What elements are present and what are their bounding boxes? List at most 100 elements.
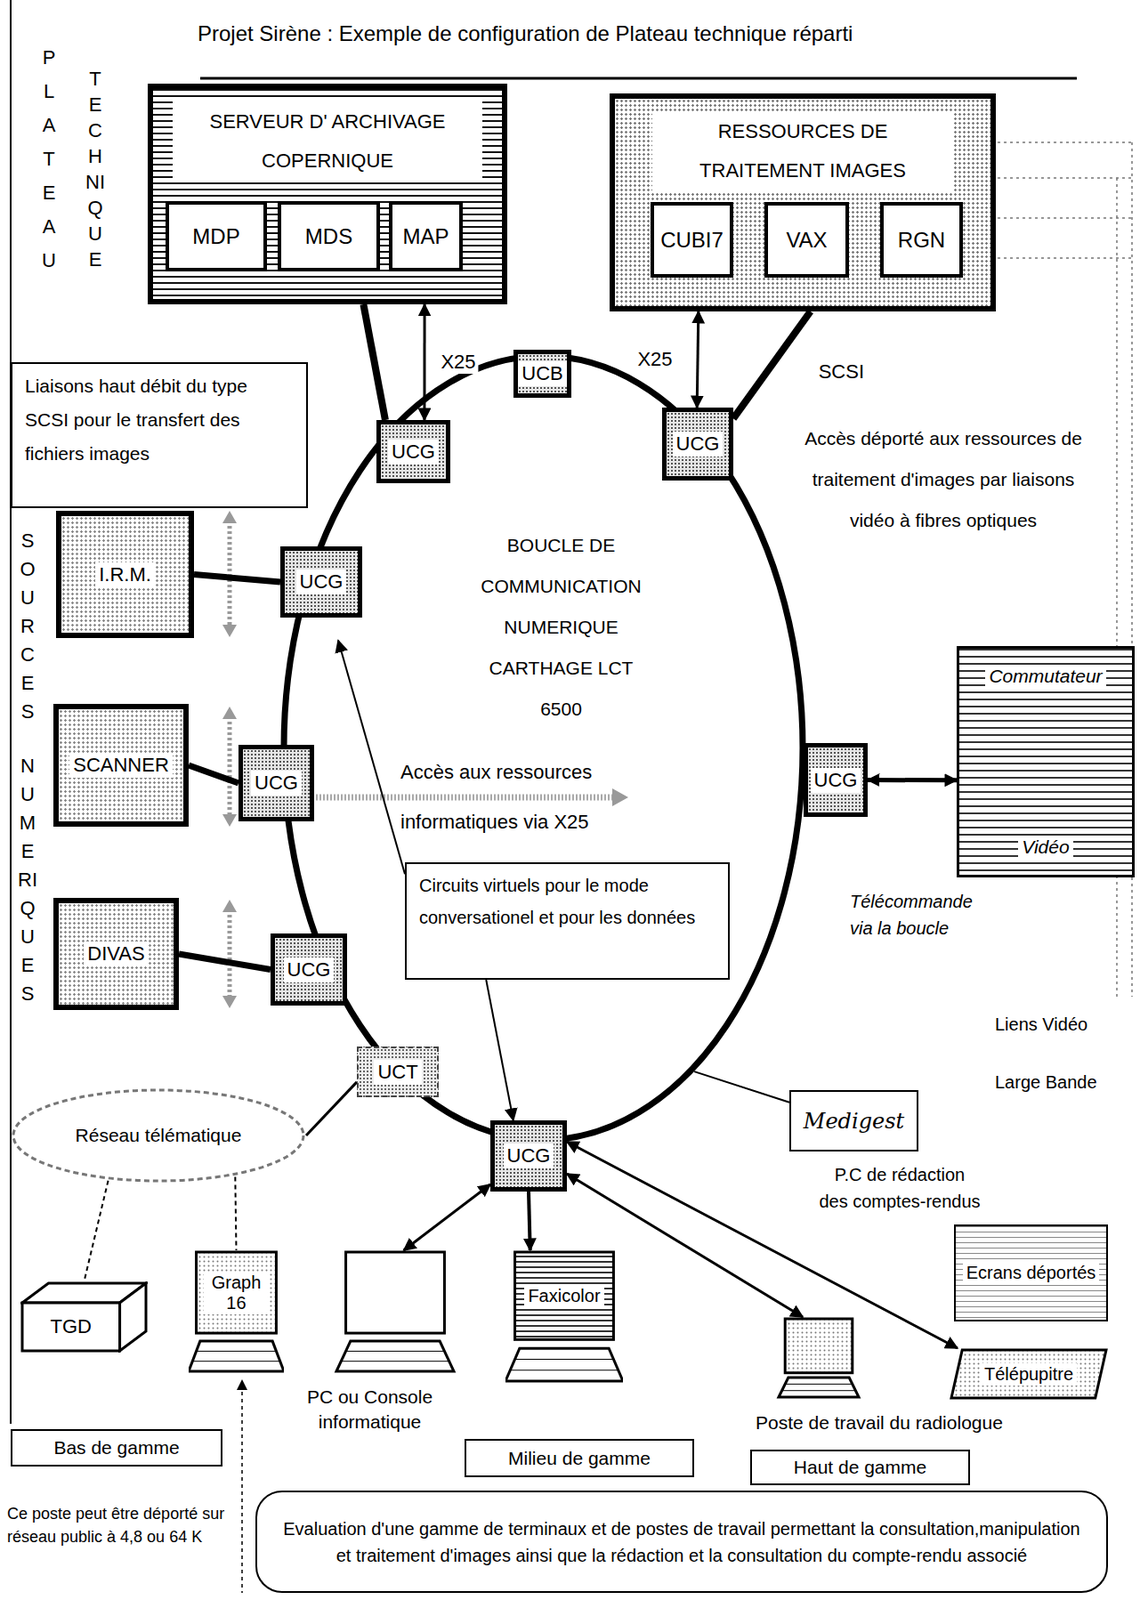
connector <box>306 1082 357 1136</box>
node-title: RESSOURCES DE TRAITEMENT IMAGES <box>652 111 954 192</box>
connector <box>188 765 239 784</box>
source-device: I.R.M. <box>56 510 195 639</box>
decoration <box>9 0 12 1424</box>
shape <box>515 1252 615 1340</box>
ucg-unit: UCG <box>490 1120 567 1192</box>
shape <box>283 355 803 1140</box>
annotation: Large Bande <box>994 1072 1098 1093</box>
decoration <box>222 624 237 638</box>
shape <box>509 1369 618 1371</box>
shape <box>192 1360 280 1362</box>
vertical-label: SOURCES <box>17 526 38 727</box>
shape <box>784 1383 853 1385</box>
archive-server: SERVEUR D' ARCHIVAGE COPERNIQUEMDPMDSMAP <box>147 83 508 305</box>
node-text: Poste de travail du radiologue <box>755 1410 1108 1436</box>
label-holder: Télécommande via la boucle <box>849 888 984 942</box>
decoration <box>315 794 615 801</box>
node-text: DIVAS <box>83 941 148 967</box>
label-holder: Large Bande <box>994 1072 1098 1093</box>
ucg-unit: UCG <box>270 933 348 1006</box>
source-device: DIVAS <box>53 897 179 1011</box>
decoration <box>227 909 233 999</box>
connector <box>234 1176 236 1251</box>
node-text: UCG <box>296 569 348 595</box>
connector-label: X25 <box>437 350 478 374</box>
computer-box: VAX <box>764 202 849 278</box>
decoration <box>227 716 233 817</box>
shape <box>196 1252 277 1334</box>
callout-box: Circuits virtuels pour le mode conversat… <box>404 862 730 980</box>
decoration <box>222 706 237 720</box>
label-holder: Ce poste peut être déporté sur réseau pu… <box>7 1502 235 1549</box>
connector <box>696 311 699 408</box>
node-text: Haut de gamme <box>793 1456 927 1479</box>
module-box: MDS <box>277 201 380 272</box>
module-box: MDP <box>165 201 267 272</box>
node-text: Ecrans déportés <box>962 1261 1100 1285</box>
callout-box: Liaisons haut débit du type SCSI pour le… <box>10 362 308 509</box>
node-text: Evaluation d'une gamme de terminaux et d… <box>278 1515 1085 1569</box>
node-text: I.R.M. <box>95 562 155 588</box>
label-holder: SOURCES <box>17 526 38 727</box>
vertical-label: TECHNIQUE <box>85 65 106 273</box>
node-text: SCANNER <box>69 752 173 778</box>
text-holder: PC ou Console informatique <box>280 1384 460 1435</box>
text-holder: TGD <box>22 1302 121 1351</box>
annotation: Liens Vidéo <box>994 1014 1088 1035</box>
node-text: TGD <box>50 1315 92 1339</box>
terminal: PC ou Console informatique <box>280 1250 460 1450</box>
connector <box>178 954 271 971</box>
remote-console: Télépupitre <box>949 1348 1108 1400</box>
decoration <box>222 510 237 524</box>
annotation: Accès déporté aux ressources de traiteme… <box>796 418 1091 542</box>
decoration <box>997 177 1132 179</box>
node-text: VAX <box>782 219 831 261</box>
title-holder: Projet Sirène : Exemple de configuration… <box>197 21 853 47</box>
computer-box: RGN <box>880 202 963 278</box>
range-box: Bas de gamme <box>10 1429 223 1467</box>
grey-arrows <box>222 510 237 1009</box>
image-processing-resources: RESSOURCES DE TRAITEMENT IMAGESCUBI7VAXR… <box>609 93 996 312</box>
ucg-unit: UCG <box>803 743 868 817</box>
shape <box>196 1350 277 1352</box>
x25-access-arrow <box>315 788 629 807</box>
text-holder: Réseau télématique <box>10 1087 307 1184</box>
connector <box>84 1180 109 1282</box>
remote-arrow <box>236 1379 248 1593</box>
ucg-unit: UCG <box>662 407 734 481</box>
node-text: MDP <box>188 216 243 258</box>
connector <box>867 777 957 783</box>
connector <box>733 311 811 419</box>
node-text: UCG <box>250 770 302 796</box>
node-text: Réseau télématique <box>75 1124 243 1147</box>
shape <box>13 1090 304 1181</box>
node-text: Vidéo <box>1018 835 1073 859</box>
node-text: Commutateur <box>985 664 1106 688</box>
node-text: MDS <box>301 216 356 258</box>
decoration <box>236 1379 248 1391</box>
text-holder: Poste de travail du radiologue <box>755 1410 1108 1436</box>
node-text: Circuits virtuels pour le mode conversat… <box>419 869 716 934</box>
shape <box>22 1302 121 1351</box>
terminal-box: TGD <box>20 1281 148 1353</box>
connector <box>528 1191 531 1251</box>
text-holder: Télépupitre <box>949 1348 1108 1400</box>
text-holder: Faxicolor <box>515 1252 615 1340</box>
uct-unit: UCT <box>356 1046 439 1098</box>
shape <box>505 1348 623 1382</box>
decoration <box>227 520 233 628</box>
text-holder: BOUCLE DE COMMUNICATION NUMERIQUE CARTHA… <box>469 525 653 730</box>
shape <box>346 1252 445 1334</box>
shape <box>340 1360 449 1362</box>
network-cloud: Réseau télématique <box>10 1087 307 1184</box>
connector <box>485 979 514 1121</box>
decoration <box>241 1384 243 1593</box>
shape <box>336 1341 454 1372</box>
label-holder: P.C de rédaction des comptes-rendus <box>818 1161 981 1215</box>
decoration <box>612 788 629 807</box>
decoration <box>200 77 1077 81</box>
connector-label: X25 <box>634 347 675 372</box>
shape <box>515 1358 615 1360</box>
decoration <box>222 899 237 913</box>
decoration <box>997 257 1132 259</box>
